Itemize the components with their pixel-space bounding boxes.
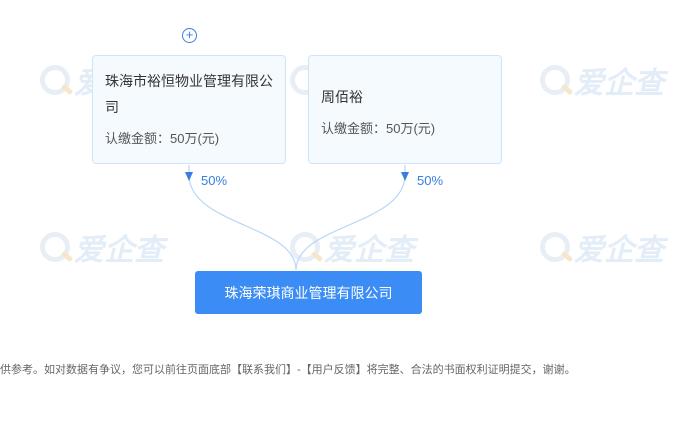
watermark: 爱企查 xyxy=(540,225,664,269)
share-percent: 50% xyxy=(201,173,228,188)
shareholder-name: 珠海市裕恒物业管理有限公司 xyxy=(105,73,273,115)
watermark: 爱企查 xyxy=(40,225,164,269)
arrow-down-icon xyxy=(185,172,193,181)
watermark-logo-icon xyxy=(40,65,70,95)
expand-plus-icon[interactable]: + xyxy=(182,28,197,43)
watermark-text: 爱企查 xyxy=(574,67,664,100)
watermark-logo-icon xyxy=(540,65,570,95)
watermark: 爱企查 xyxy=(540,58,664,102)
shareholder-name: 周佰裕 xyxy=(321,89,363,105)
watermark-logo-icon xyxy=(40,232,70,262)
edge-shareholder-2 xyxy=(295,165,406,271)
watermark-text: 爱企查 xyxy=(74,234,164,267)
shareholder-card[interactable]: 珠海市裕恒物业管理有限公司 认缴金额：50万(元) xyxy=(92,55,286,164)
edge-shareholder-1 xyxy=(188,165,297,271)
shareholder-amount: 认缴金额：50万(元) xyxy=(105,131,220,146)
share-percent: 50% xyxy=(417,173,444,188)
watermark-text: 爱企查 xyxy=(324,234,414,267)
arrow-down-icon xyxy=(401,172,409,181)
shareholder-card[interactable]: 周佰裕 认缴金额：50万(元) xyxy=(308,55,502,164)
shareholder-amount: 认缴金额：50万(元) xyxy=(321,121,436,136)
watermark-logo-icon xyxy=(290,232,320,262)
watermark-text: 爱企查 xyxy=(574,234,664,267)
target-company-node[interactable]: 珠海荣琪商业管理有限公司 xyxy=(195,271,422,314)
footer-note: 供参考。如对数据有争议，您可以前往页面底部【联系我们】-【用户反馈】将完整、合法… xyxy=(0,364,576,376)
watermark-logo-icon xyxy=(540,232,570,262)
watermark: 爱企查 xyxy=(290,225,414,269)
